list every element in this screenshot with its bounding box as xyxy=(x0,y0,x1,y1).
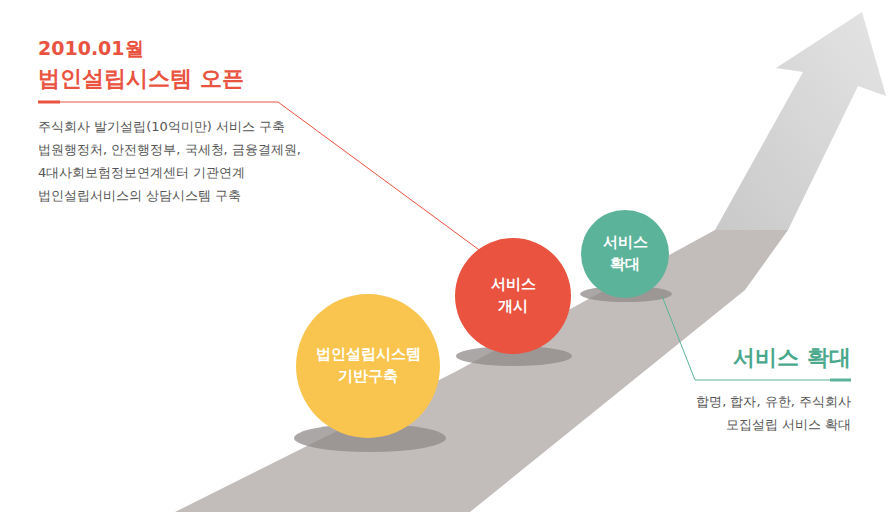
callout-body: 법인설립서비스의 상담시스템 구축 xyxy=(38,187,241,205)
growth-arrow xyxy=(715,12,886,230)
node-label: 서비스 개시 xyxy=(485,274,541,318)
milestone-circle: 서비스 확대 xyxy=(581,210,669,298)
accent-underline xyxy=(830,379,851,382)
callout-heading: 법인설립시스템 오픈 xyxy=(38,64,244,94)
accent-underline xyxy=(38,101,60,104)
callout-heading: 서비스 확대 xyxy=(733,343,851,373)
callout-body: 합명, 합자, 유한, 주식회사 xyxy=(696,393,851,411)
date-heading: 2010.01월 xyxy=(38,36,144,62)
callout-body: 모집설립 서비스 확대 xyxy=(726,416,851,434)
node-label: 법인설립시스템 기반구축 xyxy=(309,344,427,388)
road xyxy=(175,230,788,512)
node-label: 서비스 확대 xyxy=(597,232,653,276)
callout-body: 법원행정처, 안전행정부, 국세청, 금융결제원, xyxy=(38,141,301,159)
milestone-circle: 법인설립시스템 기반구축 xyxy=(296,294,440,438)
callout-body: 4대사회보험정보연계센터 기관연계 xyxy=(38,164,245,182)
callout-body: 주식회사 발기설립(10억미만) 서비스 구축 xyxy=(38,118,285,136)
milestone-circle: 서비스 개시 xyxy=(455,238,571,354)
